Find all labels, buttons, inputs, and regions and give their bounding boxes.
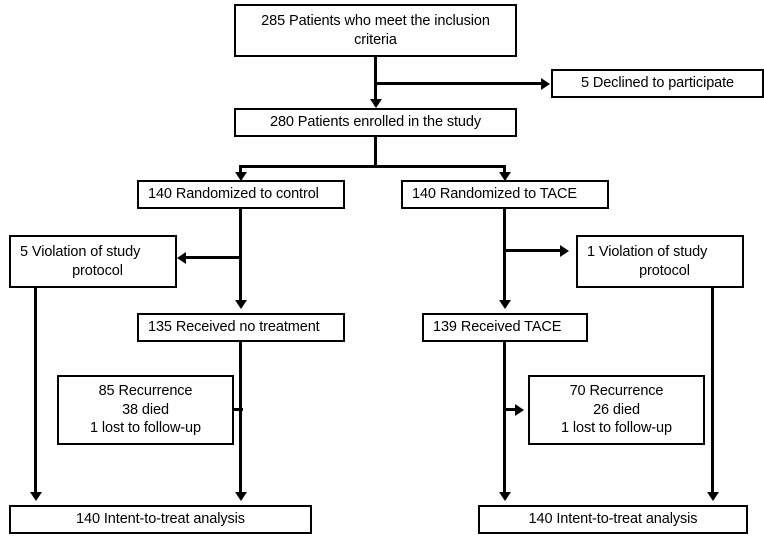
arrowhead-randomized-control: [235, 172, 247, 181]
node-itt-control-line-1: 140 Intent-to-treat analysis: [76, 511, 245, 528]
node-randomized-control: 140 Randomized to control: [137, 180, 345, 209]
node-itt-tace: 140 Intent-to-treat analysis: [478, 505, 748, 534]
node-violation-tace: 1 Violation of study protocol: [576, 235, 744, 288]
connector-violation-tace-to-itt: [711, 288, 714, 497]
arrowhead-randomized-tace: [499, 172, 511, 181]
connector-tace-received-to-itt: [503, 342, 506, 497]
connector-split-bar: [239, 165, 506, 168]
connector-control-to-violation: [186, 256, 240, 259]
connector-control-to-outcomes: [234, 408, 243, 411]
node-enrolled: 280 Patients enrolled in the study: [234, 108, 517, 137]
connector-split-left-drop: [239, 165, 242, 175]
node-received-no-treatment-line-1: 135 Received no treatment: [148, 319, 320, 336]
node-outcomes-tace-line-1: 70 Recurrence: [569, 382, 664, 399]
node-violation-control-line-2: protocol: [72, 262, 123, 279]
arrowhead-itt-control: [235, 492, 247, 501]
connector-enrolled-to-split: [374, 137, 377, 168]
node-randomized-control-line-1: 140 Randomized to control: [148, 186, 319, 203]
arrowhead-received-tace: [499, 300, 511, 309]
node-itt-control: 140 Intent-to-treat analysis: [9, 505, 312, 534]
node-declined-to-participate: 5 Declined to participate: [551, 69, 764, 98]
node-received-tace-line-1: 139 Received TACE: [433, 319, 562, 336]
node-itt-tace-line-1: 140 Intent-to-treat analysis: [528, 511, 698, 528]
node-randomized-tace: 140 Randomized to TACE: [401, 180, 609, 209]
connector-split-right-drop: [503, 165, 506, 175]
connector-tace-to-violation: [503, 249, 561, 252]
node-violation-tace-line-2: protocol: [639, 262, 690, 279]
arrowhead-outcomes-tace: [515, 404, 524, 416]
node-outcomes-tace-line-3: 1 lost to follow-up: [561, 420, 672, 437]
connector-tace-to-received: [503, 209, 506, 305]
node-violation-control-line-1: 5 Violation of study: [20, 243, 141, 260]
node-inclusion: 285 Patients who meet the inclusion crit…: [234, 4, 517, 57]
connector-control-to-received: [239, 209, 242, 305]
connector-violation-control-to-itt: [34, 288, 37, 497]
node-outcomes-control-line-2: 38 died: [122, 401, 169, 418]
connector-inclusion-to-enrolled: [374, 57, 377, 106]
node-declined-line-1: 5 Declined to participate: [580, 75, 735, 92]
arrowhead-received-no-treatment: [235, 300, 247, 309]
arrowhead-itt-tace: [499, 492, 511, 501]
node-enrolled-line-1: 280 Patients enrolled in the study: [269, 114, 482, 131]
arrowhead-declined: [541, 78, 550, 90]
connector-inclusion-to-declined: [374, 82, 542, 85]
node-violation-control: 5 Violation of study protocol: [9, 235, 177, 288]
connector-tace-to-outcomes: [506, 408, 516, 411]
node-outcomes-tace-line-2: 26 died: [593, 401, 640, 418]
node-received-no-treatment: 135 Received no treatment: [137, 313, 345, 342]
node-outcomes-control-line-1: 85 Recurrence: [98, 382, 193, 399]
arrowhead-itt-control-from-violation: [30, 492, 42, 501]
node-violation-tace-line-1: 1 Violation of study: [587, 243, 708, 260]
node-randomized-tace-line-1: 140 Randomized to TACE: [412, 186, 577, 203]
node-outcomes-tace: 70 Recurrence 26 died 1 lost to follow-u…: [528, 375, 705, 445]
arrowhead-violation-control: [177, 252, 186, 264]
node-inclusion-line-2: criteria: [354, 31, 397, 48]
node-outcomes-control-line-3: 1 lost to follow-up: [90, 420, 201, 437]
node-received-tace: 139 Received TACE: [422, 313, 588, 342]
arrowhead-itt-tace-from-violation: [707, 492, 719, 501]
arrowhead-enrolled: [370, 99, 382, 108]
node-inclusion-line-1: 285 Patients who meet the inclusion: [261, 12, 490, 29]
arrowhead-violation-tace: [560, 245, 569, 257]
connector-control-received-to-itt: [239, 342, 242, 497]
node-outcomes-control: 85 Recurrence 38 died 1 lost to follow-u…: [57, 375, 234, 445]
